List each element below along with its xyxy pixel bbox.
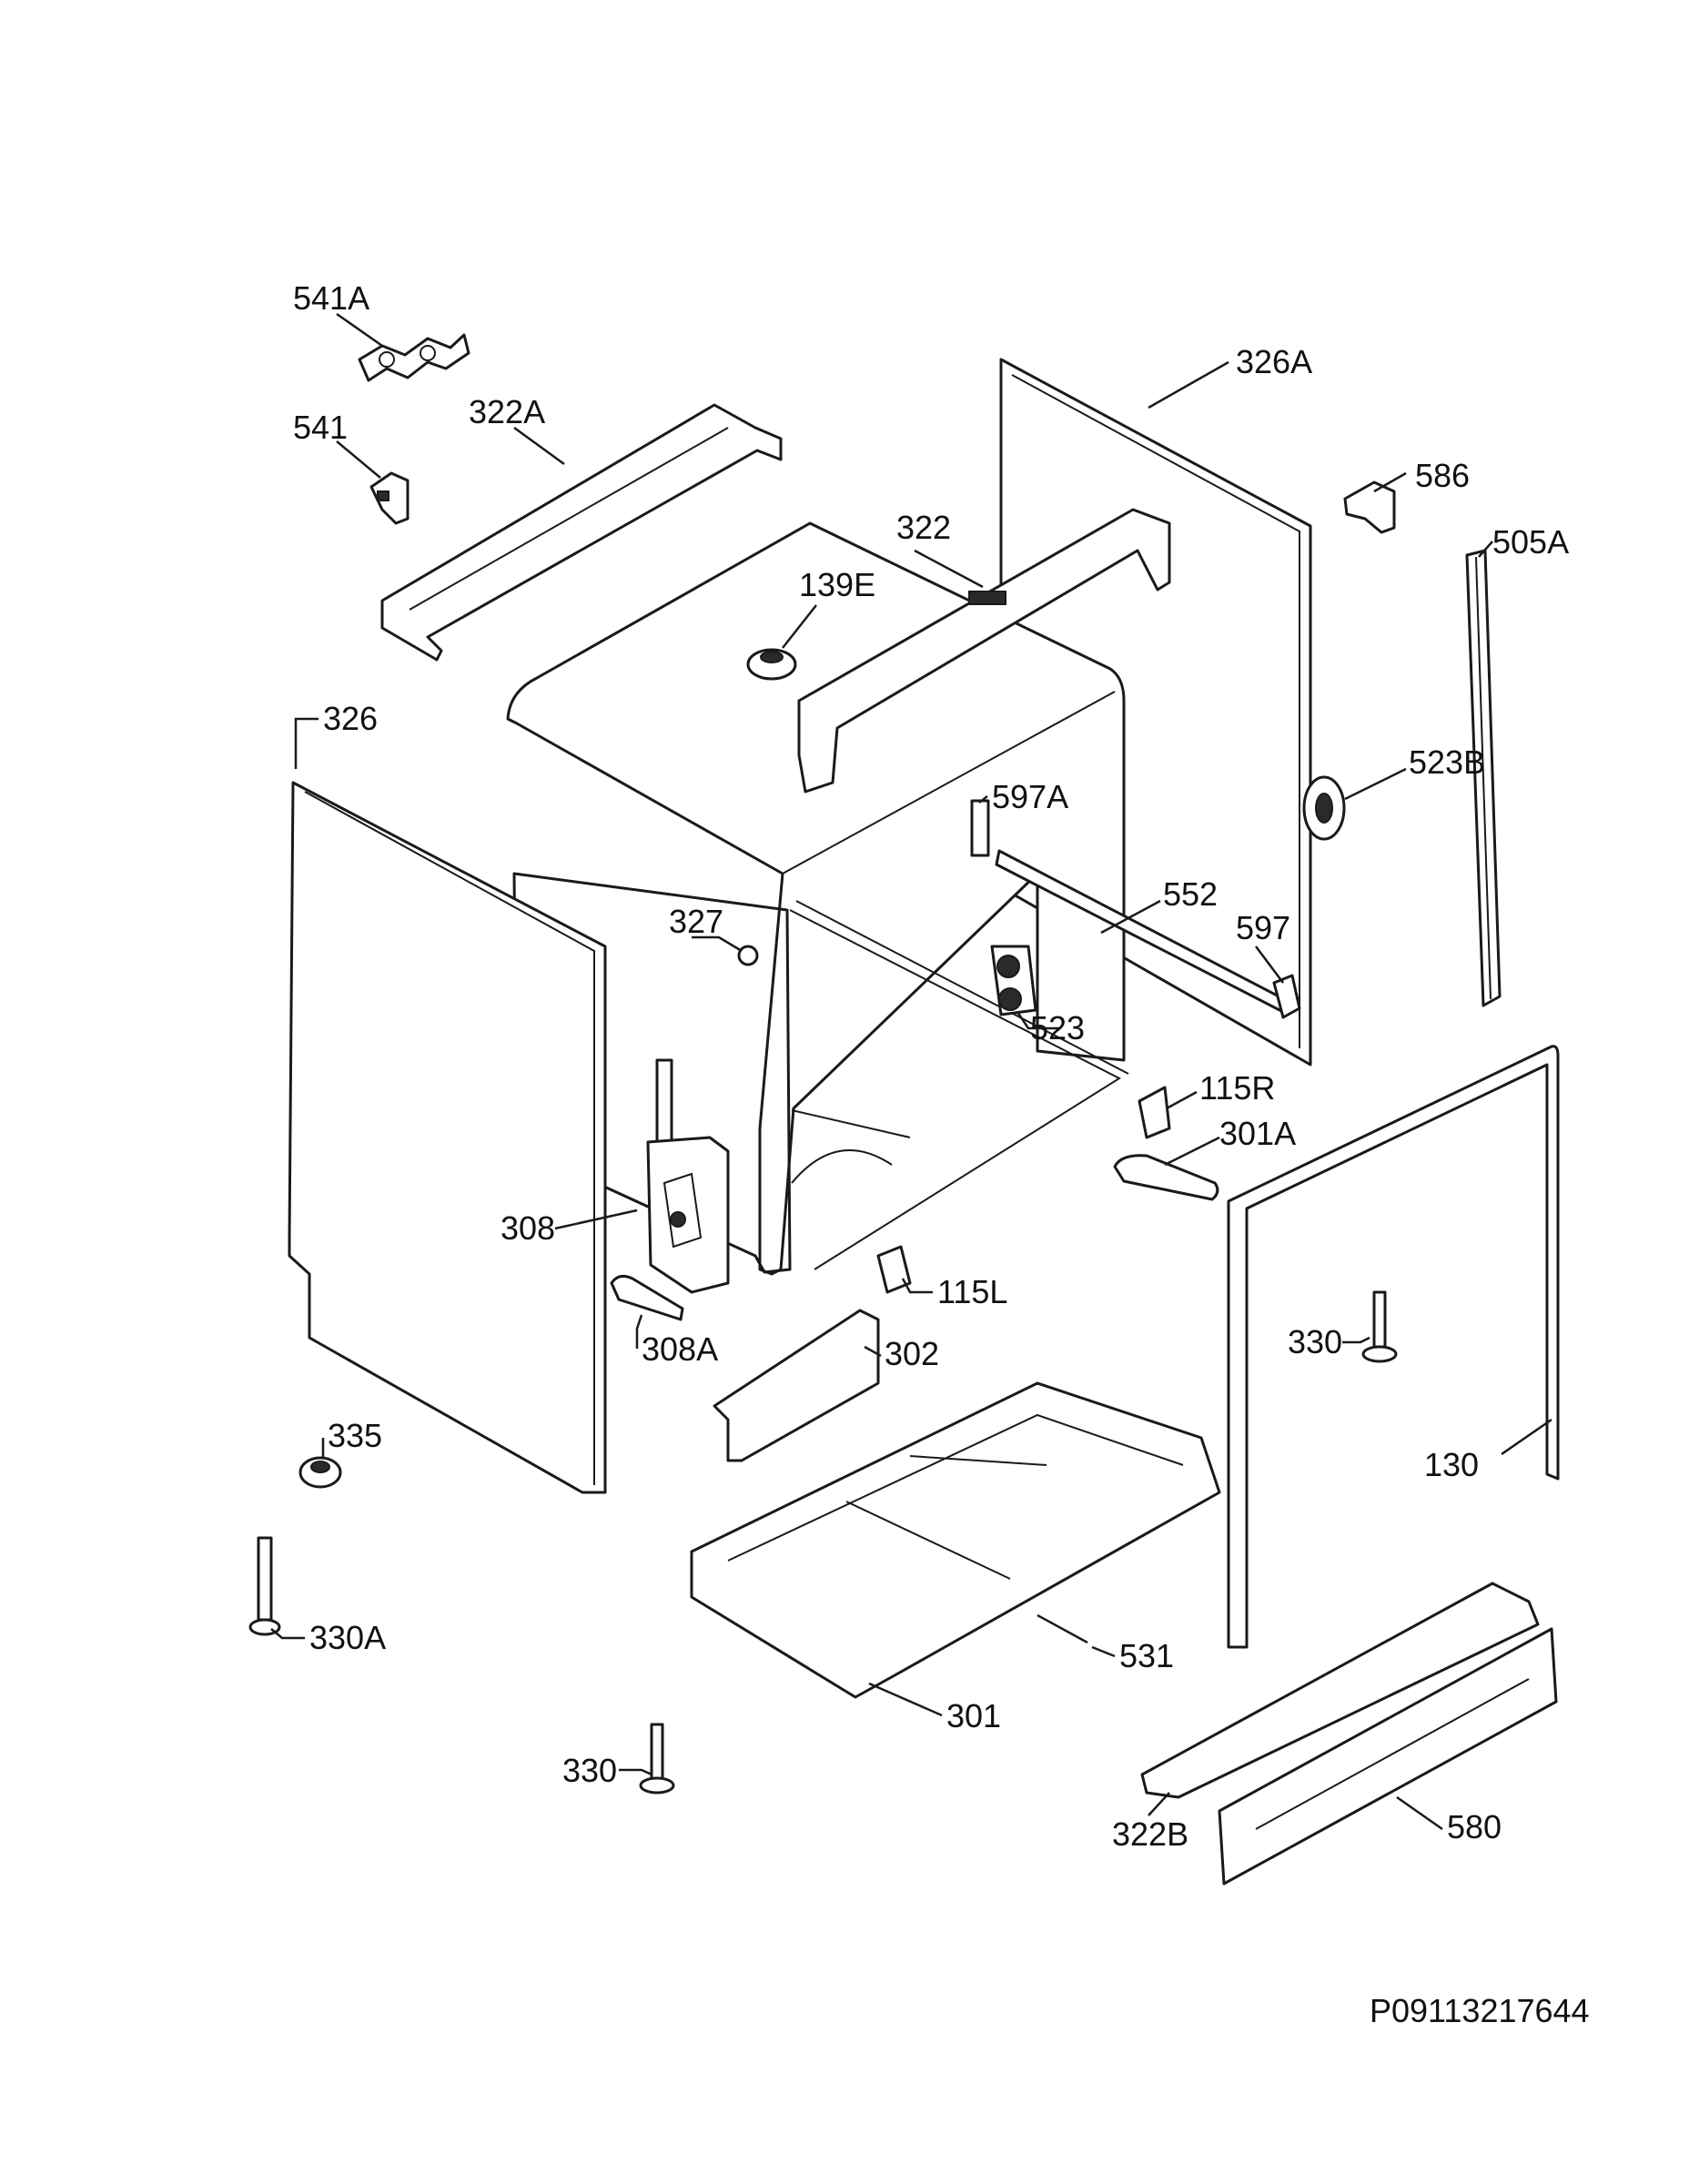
part-597A [970, 799, 990, 857]
label-139E: 139E [799, 566, 875, 603]
part-322A [380, 403, 783, 662]
label-301: 301 [946, 1697, 1001, 1734]
label-531: 531 [1119, 1637, 1174, 1674]
part-115R [1138, 1086, 1171, 1139]
part-541A [358, 333, 470, 382]
part-labels: 541A 541 322A 326A 586 505A 322 139E 326… [293, 279, 1590, 2029]
part-130 [1227, 1045, 1560, 1649]
label-308: 308 [501, 1209, 555, 1247]
part-327 [737, 945, 759, 966]
label-326A: 326A [1236, 343, 1312, 380]
label-327: 327 [669, 903, 723, 940]
label-580: 580 [1447, 1808, 1502, 1845]
leader-lines [270, 312, 1552, 1831]
label-541: 541 [293, 409, 348, 446]
label-330-right: 330 [1288, 1323, 1342, 1360]
part-586 [1343, 480, 1396, 534]
label-597A: 597A [992, 778, 1068, 815]
part-330-right [1361, 1290, 1398, 1363]
part-326 [288, 781, 607, 1494]
label-322A: 322A [469, 393, 545, 430]
part-302 [713, 1309, 880, 1462]
part-322 [797, 508, 1171, 794]
label-322B: 322B [1112, 1815, 1188, 1853]
label-330A: 330A [309, 1619, 386, 1656]
drawing-code: P09113217644 [1370, 1992, 1590, 2029]
label-301A: 301A [1219, 1115, 1296, 1152]
part-597 [1272, 974, 1301, 1019]
part-523 [990, 945, 1037, 1016]
label-597: 597 [1236, 909, 1290, 946]
label-541A: 541A [293, 279, 369, 317]
label-302: 302 [885, 1335, 939, 1372]
part-531 [1037, 1613, 1088, 1644]
part-139E [746, 648, 797, 681]
part-335 [298, 1456, 342, 1489]
part-308 [646, 1058, 730, 1294]
label-552: 552 [1163, 875, 1218, 913]
part-115L [876, 1245, 912, 1294]
part-541 [369, 471, 410, 525]
label-115R: 115R [1199, 1069, 1275, 1107]
label-586: 586 [1415, 457, 1470, 494]
label-322: 322 [896, 509, 951, 546]
label-335: 335 [328, 1417, 382, 1454]
part-523B [1302, 775, 1346, 841]
label-326: 326 [323, 700, 378, 737]
part-330A [248, 1536, 281, 1636]
label-115L: 115L [937, 1273, 1007, 1310]
label-130: 130 [1424, 1446, 1479, 1483]
part-505A [1465, 549, 1502, 1007]
label-505A: 505A [1492, 523, 1569, 561]
label-330-bottom: 330 [562, 1752, 617, 1789]
part-330-bottom [639, 1723, 675, 1795]
label-523B: 523B [1409, 743, 1485, 781]
label-308A: 308A [642, 1330, 718, 1368]
part-322B [1140, 1582, 1540, 1799]
part-580 [1218, 1627, 1558, 1886]
part-tub [506, 521, 1129, 1276]
part-301A [1113, 1154, 1219, 1201]
part-308A [610, 1274, 684, 1321]
label-523: 523 [1030, 1009, 1085, 1046]
part-301 [690, 1381, 1221, 1699]
